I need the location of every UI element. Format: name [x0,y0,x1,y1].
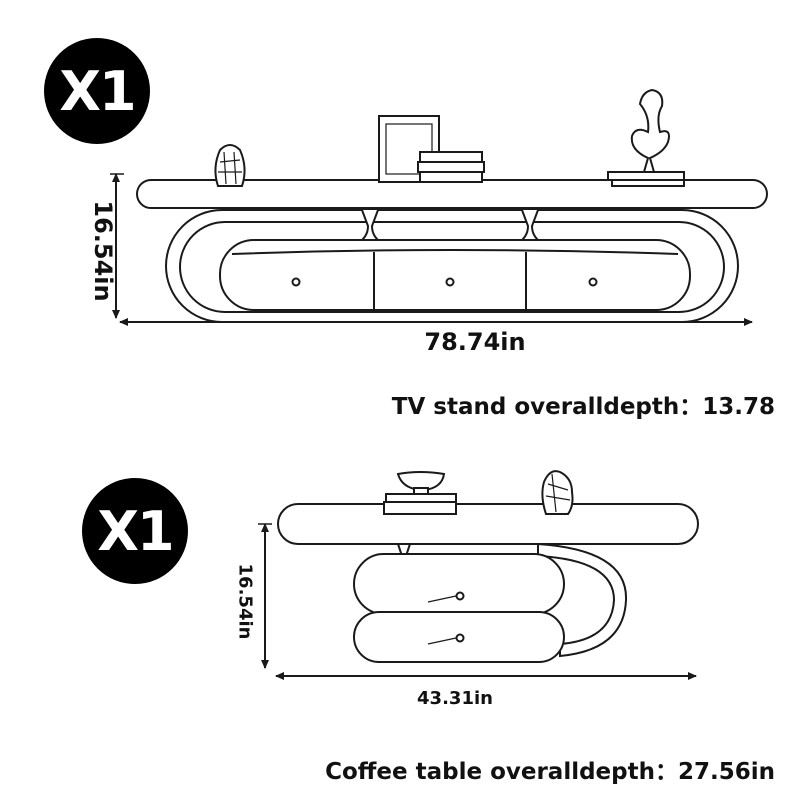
vase-decor [214,144,246,187]
knob [291,277,301,287]
bust-decor [607,88,685,187]
knob [455,591,465,601]
figurine-decor [541,470,574,515]
ct-width-label: 43.31in [417,688,493,709]
knob [455,633,465,643]
quantity-label: X1 [97,499,174,563]
books-bowl-decor [383,471,457,515]
knob [588,277,598,287]
coffee-table-drawer-lower [353,611,565,663]
ct-depth-label: Coffee table overalldepth：27.56in [325,759,775,785]
coffee-table-top [277,503,699,545]
tv-depth-label: TV stand overalldepth：13.78 [391,394,775,420]
quantity-label: X1 [59,59,136,123]
quantity-badge-coffee-table: X1 [82,478,188,584]
coffee-table-drawing [258,470,699,680]
tv-stand-neck-left [355,209,385,245]
tv-width-label: 78.74in [424,328,526,356]
knob [445,277,455,287]
ct-height-label: 16.54in [234,563,256,640]
coffee-table-c-support [537,542,628,658]
coffee-table-drawer-upper [353,553,565,615]
quantity-badge-tv-stand: X1 [44,38,150,144]
books-decor [417,151,485,183]
tv-height-label: 16.54in [89,200,117,302]
tv-stand-frame-inner [179,221,725,313]
tv-stand-drawer-block [219,239,691,311]
tv-stand-neck-right [515,209,545,245]
tv-stand-drawing [110,88,768,326]
